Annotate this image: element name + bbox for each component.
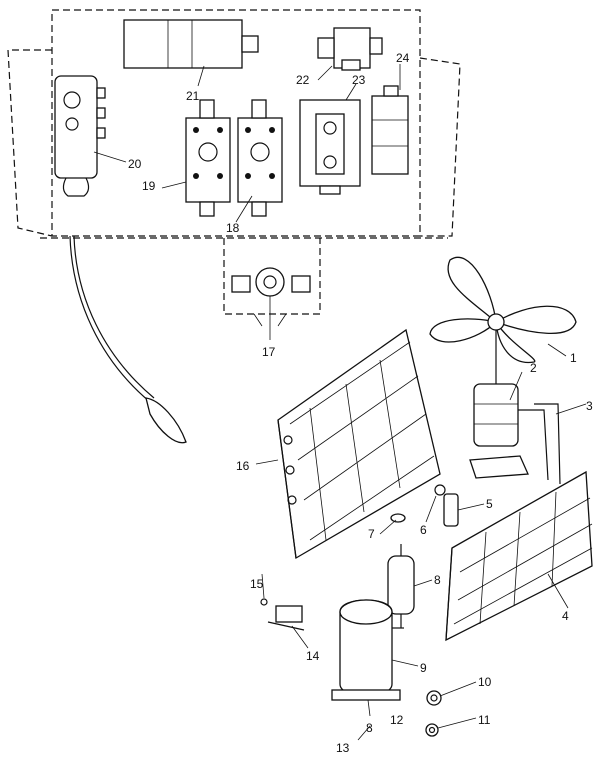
callout-12: 12 — [390, 713, 404, 727]
grommet-10 — [426, 690, 442, 706]
service-valve — [260, 598, 305, 631]
callout-19: 19 — [142, 179, 156, 193]
switch-19 — [185, 99, 231, 217]
drain-fitting — [390, 484, 459, 527]
callout-7: 7 — [368, 527, 375, 541]
callout-17: 17 — [262, 345, 276, 359]
callout-15: 15 — [250, 577, 264, 591]
control-box-outline — [7, 9, 461, 239]
callout-11: 11 — [478, 713, 491, 727]
callout-9: 9 — [420, 661, 427, 675]
callout-labels: 21 22 23 24 20 19 18 17 1 2 3 16 5 6 7 8… — [128, 51, 593, 755]
relay — [299, 99, 361, 195]
callout-10: 10 — [478, 675, 492, 689]
small-capacitor — [317, 27, 383, 71]
callout-16: 16 — [236, 459, 250, 473]
callout-1: 1 — [570, 351, 577, 365]
callout-22: 22 — [296, 73, 310, 87]
callout-6: 6 — [420, 523, 427, 537]
callout-20: 20 — [128, 157, 142, 171]
callout-13: 13 — [336, 741, 350, 755]
callout-21: 21 — [186, 89, 200, 103]
callout-3: 3 — [586, 399, 593, 413]
callout-2: 2 — [530, 361, 537, 375]
accumulator — [387, 544, 415, 628]
overload-protector — [371, 85, 409, 175]
callout-4: 4 — [562, 609, 569, 623]
capacitor — [123, 19, 259, 69]
callout-24: 24 — [396, 51, 410, 65]
switch-18 — [237, 99, 283, 217]
callout-8-bolt: 8 — [366, 721, 373, 735]
callout-23: 23 — [352, 73, 366, 87]
callout-18: 18 — [226, 221, 240, 235]
grommet-11 — [425, 723, 439, 737]
compressor — [331, 599, 404, 701]
evaporator-coil — [277, 328, 441, 560]
knob-bracket — [223, 238, 321, 327]
leader-lines — [93, 64, 587, 741]
callout-5: 5 — [486, 497, 493, 511]
motor-mount — [469, 403, 561, 485]
power-cord-assembly — [54, 75, 187, 444]
fan-blade — [429, 256, 577, 364]
callout-14: 14 — [306, 649, 320, 663]
callout-8-accumulator: 8 — [434, 573, 441, 587]
condenser-coil — [445, 470, 593, 642]
fan-motor — [473, 330, 519, 447]
